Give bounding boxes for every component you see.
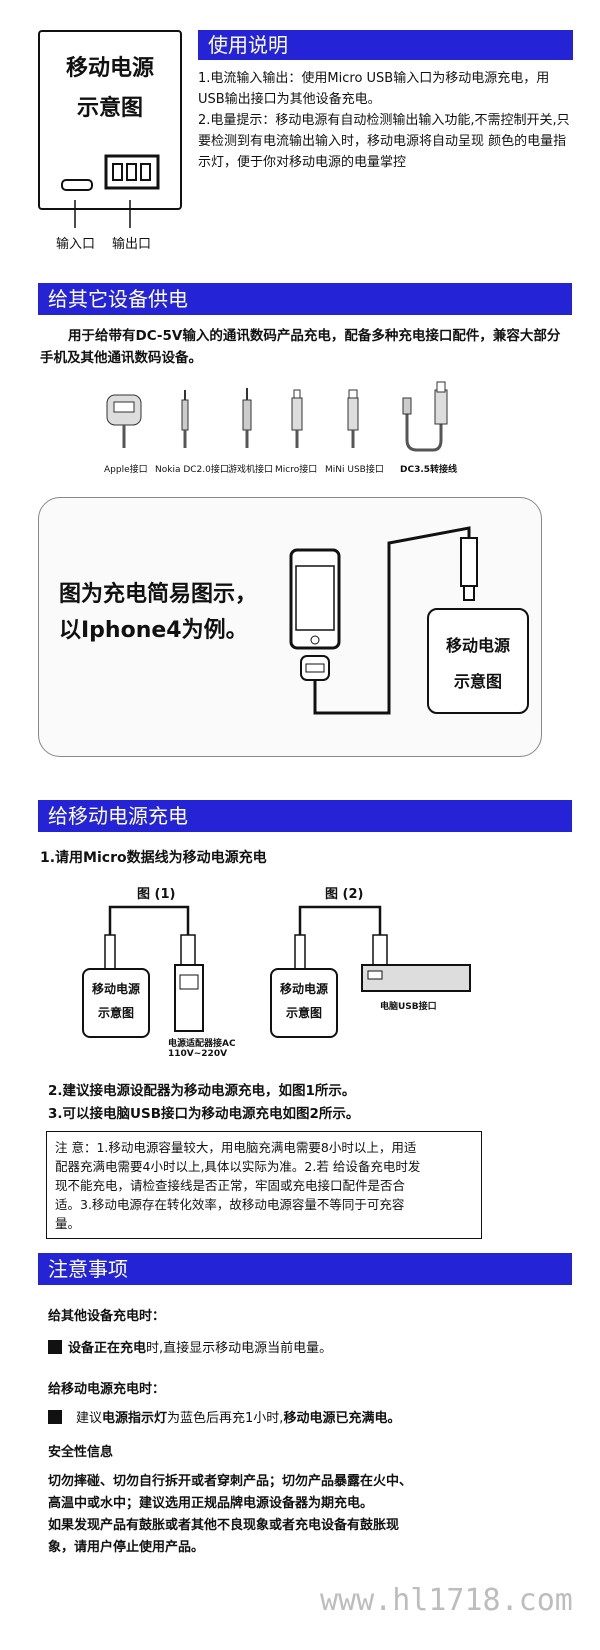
precaution-item-2: 建议电源指示灯为蓝色后再充1小时,移动电源已充满电。: [48, 1407, 400, 1426]
watermark: www.hl1718.com: [320, 1583, 573, 1618]
section-heading-power-other-devices: 给其它设备供电: [38, 283, 572, 315]
figure-2-label: 图 (2): [325, 887, 364, 902]
diagram-box-line2: 示意图: [453, 672, 502, 691]
compat-intro: 用于给带有DC-5V输入的通讯数码产品充电，配备多种充电接口配件，兼容大部分手机…: [40, 328, 561, 366]
fig2-box-line2: 示意图: [285, 1006, 322, 1020]
power-bank-diagram-box: 移动电源 示意图: [38, 30, 182, 210]
ports-illustration: [61, 154, 160, 191]
safety-line-4: 象，请用户停止使用产品。: [48, 1540, 205, 1555]
item1-rest: 时,直接显示移动电源当前电量。: [146, 1341, 333, 1356]
adapter-label-line2: 110V~220V: [168, 1049, 228, 1059]
charging-figures: [104, 905, 471, 1032]
fig1-box-line2: 示意图: [97, 1006, 134, 1020]
safety-line-2: 高温中或水中；建议选用正规品牌电源设备器为期充电。: [48, 1496, 374, 1511]
diagram-title-line1: 移动电源: [65, 56, 154, 81]
figure-1-label: 图 (1): [137, 887, 176, 902]
bullet-square-icon: [48, 1410, 62, 1424]
precaution-sub-1: 给其他设备充电时：: [48, 1309, 166, 1324]
connector-label-game: 游戏机接口: [228, 465, 274, 475]
bullet-square-icon: [48, 1340, 62, 1354]
dc35-adapter-cable-icon: [402, 381, 448, 452]
step-1: 1.请用Micro数据线为移动电源充电: [40, 850, 267, 866]
input-port-label: 输入口: [56, 237, 96, 252]
port-pointer-lines: [74, 200, 131, 228]
mini-usb-connector-icon: [347, 389, 359, 448]
iphone-cable-illustration: [289, 526, 478, 715]
game-connector-icon: [242, 388, 252, 448]
precaution-sub-2: 给移动电源充电时：: [48, 1382, 166, 1397]
safety-line-1: 切勿摔碰、切勿自行拆开或者穿刺产品；切勿产品暴露在火中、: [48, 1474, 413, 1489]
nokia-connector-icon: [181, 390, 189, 448]
section-heading-charge-power-bank: 给移动电源充电: [38, 800, 572, 832]
item2-bold2: 移动电源已充满电。: [283, 1411, 401, 1426]
step-3: 3.可以接电脑USB接口为移动电源充电如图2所示。: [48, 1106, 360, 1122]
precaution-item-1: 设备正在充电时,直接显示移动电源当前电量。: [48, 1337, 332, 1356]
fig1-power-bank-box: 移动电源 示意图: [82, 968, 150, 1038]
safety-line-3: 如果发现产品有鼓胀或者其他不良现象或者充电设备有鼓胀现: [48, 1518, 400, 1533]
connector-label-mini: MiNi USB接口: [325, 465, 384, 475]
usage-para-1: 1.电流输入输出：使用Micro USB输入口为移动电源充电，用USB输出接口为…: [198, 71, 550, 107]
connector-label-dc35: DC3.5转接线: [400, 465, 458, 475]
usage-para-2: 2.电量提示：移动电源有自动检测输出输入功能,不需控制开关,只要检测到有电流输出…: [198, 113, 570, 170]
note-text: 注 意：1.移动电源容量较大，用电脑充满电需要8小时以上，用适配器充满电需要4小…: [55, 1140, 421, 1231]
iphone-charging-diagram: 图为充电简易图示， 以Iphone4为例。 移动电源 示意图: [38, 497, 542, 757]
diagram-caption-line1: 图为充电简易图示，: [59, 582, 258, 607]
safety-heading: 安全性信息: [48, 1445, 114, 1460]
output-port-label: 输出口: [112, 237, 152, 252]
diagram-power-bank-box: 移动电源 示意图: [427, 608, 529, 714]
adapter-label-line1: 电源适配器接AC: [168, 1039, 236, 1049]
item2-pre: 建议: [76, 1411, 103, 1426]
connector-label-nokia: Nokia DC2.0接口: [155, 465, 229, 475]
fig1-box-line1: 移动电源: [91, 982, 140, 996]
diagram-box-line1: 移动电源: [445, 636, 510, 655]
diagram-caption-line2: 以Iphone4为例。: [59, 618, 248, 643]
fig2-power-bank-box: 移动电源 示意图: [270, 968, 338, 1038]
diagram-title-line2: 示意图: [76, 96, 143, 121]
pc-usb-label: 电脑USB接口: [380, 1002, 437, 1012]
connector-label-apple: Apple接口: [104, 465, 148, 475]
item1-bold: 设备正在充电: [68, 1341, 147, 1356]
step-2: 2.建议接电源设配器为移动电源充电，如图1所示。: [48, 1083, 356, 1099]
item2-bold: 电源指示灯: [102, 1411, 168, 1426]
section-heading-usage: 使用说明: [198, 30, 573, 60]
note-box: 注 意：1.移动电源容量较大，用电脑充满电需要8小时以上，用适配器充满电需要4小…: [46, 1131, 482, 1239]
micro-usb-connector-icon: [291, 389, 303, 448]
connector-icons: [106, 381, 448, 452]
connector-label-micro: Micro接口: [275, 465, 318, 475]
fig2-box-line1: 移动电源: [279, 982, 328, 996]
section-heading-precautions: 注意事项: [38, 1253, 572, 1285]
item2-mid: 为蓝色后再充1小时,: [167, 1411, 284, 1426]
apple-connector-icon: [106, 394, 142, 448]
